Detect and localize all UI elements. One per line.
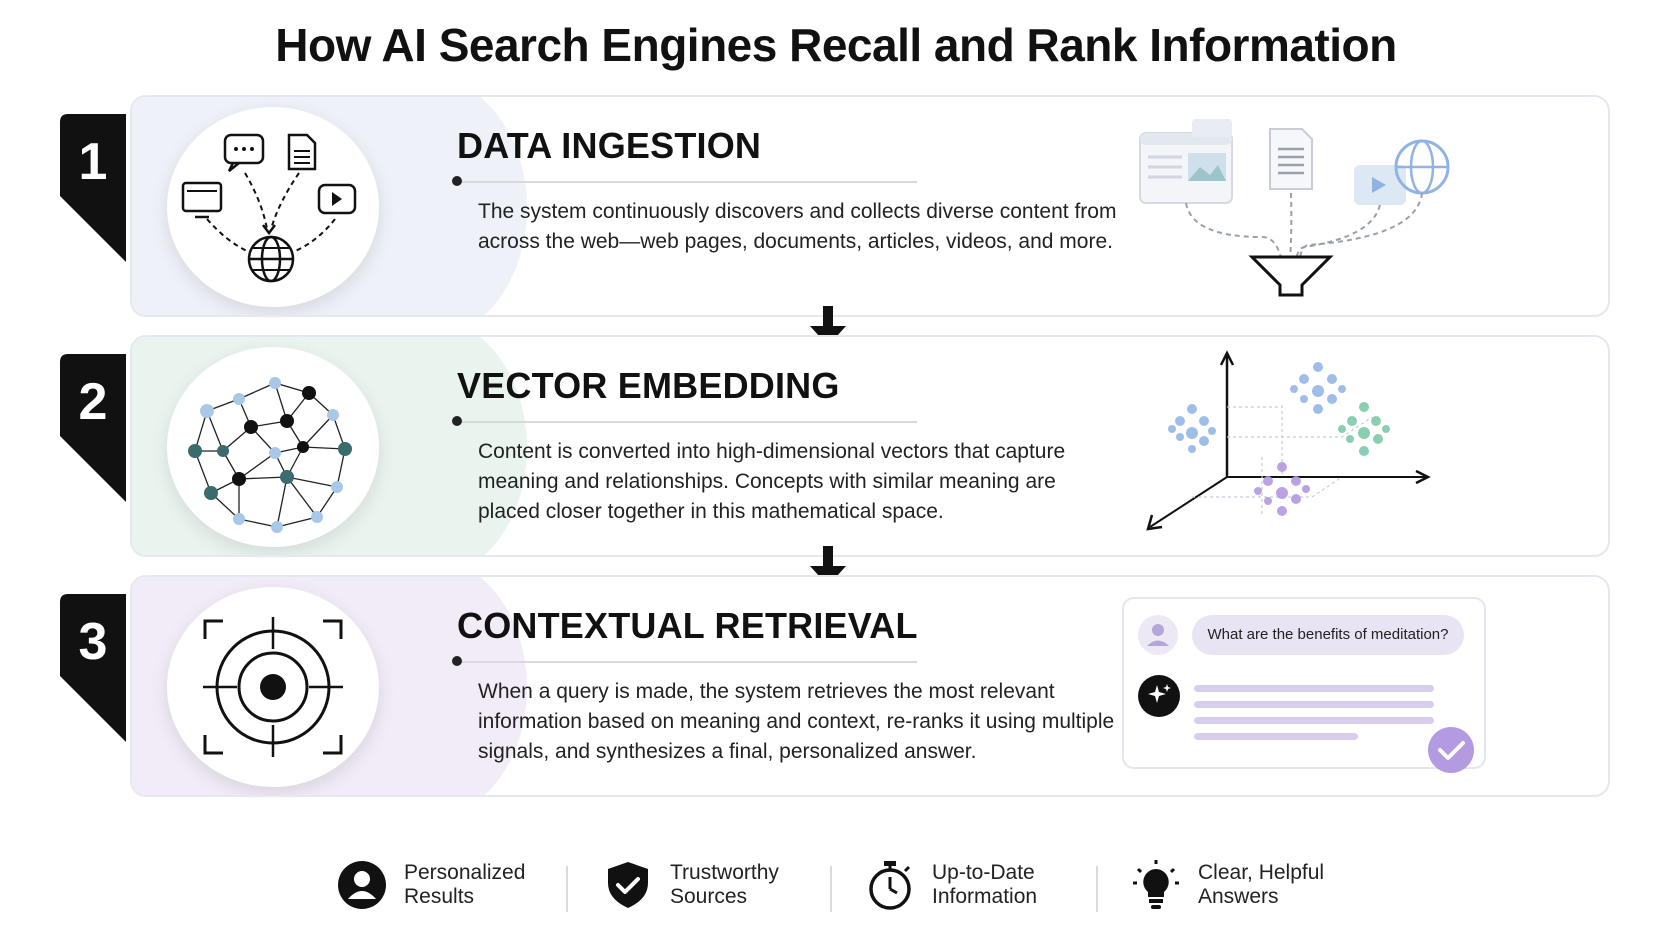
feature-separator — [830, 866, 832, 912]
feature-label: Clear, Helpful Answers — [1198, 861, 1325, 908]
feature-personalized: Personalized Results — [336, 850, 525, 920]
lightbulb-icon — [1133, 860, 1179, 909]
stage-icon-panel — [132, 337, 527, 555]
feature-trustworthy: Trustworthy Sources — [602, 850, 779, 920]
stage-number: 2 — [78, 373, 108, 431]
shield-check-icon — [608, 862, 648, 908]
divider-dot — [452, 416, 462, 426]
stage-badge-2: 2 — [60, 354, 132, 502]
3d-vector-clusters-illustration — [1132, 337, 1512, 555]
stage-number: 1 — [78, 133, 108, 191]
chat-answer-card: What are the benefits of meditation? — [1122, 597, 1486, 773]
check-icon — [1428, 727, 1474, 773]
stage-badge-1: 1 — [60, 114, 132, 262]
user-icon — [338, 861, 386, 909]
answer-line — [1194, 717, 1434, 724]
divider — [457, 181, 917, 183]
stage-card-contextual-retrieval: CONTEXTUAL RETRIEVAL When a query is mad… — [130, 575, 1610, 797]
divider — [457, 421, 917, 423]
divider — [457, 661, 917, 663]
stopwatch-icon — [869, 861, 911, 910]
feature-label: Up-to-Date Information — [932, 861, 1038, 908]
stage-card-data-ingestion: DATA INGESTION The system continuously d… — [130, 95, 1610, 317]
stage-card-vector-embedding: VECTOR EMBEDDING Content is converted in… — [130, 335, 1610, 557]
sparkle-assistant-icon — [1138, 675, 1180, 717]
stage-description: When a query is made, the system retriev… — [478, 680, 1115, 763]
feature-label: Trustworthy Sources — [670, 861, 779, 908]
answer-line — [1194, 685, 1434, 692]
stage-description: Content is converted into high-dimension… — [478, 440, 1066, 523]
feature-label: Personalized Results — [404, 861, 526, 908]
stage-badge-3: 3 — [60, 594, 132, 742]
web-content-funnel-illustration — [1132, 97, 1512, 315]
stage-number: 3 — [78, 613, 108, 671]
stage-title: DATA INGESTION — [457, 125, 762, 166]
stage-title: CONTEXTUAL RETRIEVAL — [457, 605, 918, 646]
divider-dot — [452, 176, 462, 186]
feature-separator — [1096, 866, 1098, 912]
divider-dot — [452, 656, 462, 666]
node-graph-sphere-icon — [167, 347, 379, 547]
feature-clear-answers: Clear, Helpful Answers — [1130, 850, 1324, 920]
stage-icon-panel — [132, 97, 527, 315]
answer-line — [1194, 733, 1358, 740]
feature-separator — [566, 866, 568, 912]
data-ingestion-network-icon — [167, 107, 379, 307]
stage-title: VECTOR EMBEDDING — [457, 365, 840, 406]
target-crosshair-icon — [167, 587, 379, 787]
feature-up-to-date: Up-to-Date Information — [864, 850, 1037, 920]
stage-icon-panel — [132, 577, 527, 795]
chat-query-bubble: What are the benefits of meditation? — [1192, 615, 1464, 655]
stage-description: The system continuously discovers and co… — [478, 200, 1117, 253]
user-avatar-icon — [1138, 615, 1178, 655]
answer-line — [1194, 701, 1434, 708]
page-title: How AI Search Engines Recall and Rank In… — [275, 19, 1397, 71]
